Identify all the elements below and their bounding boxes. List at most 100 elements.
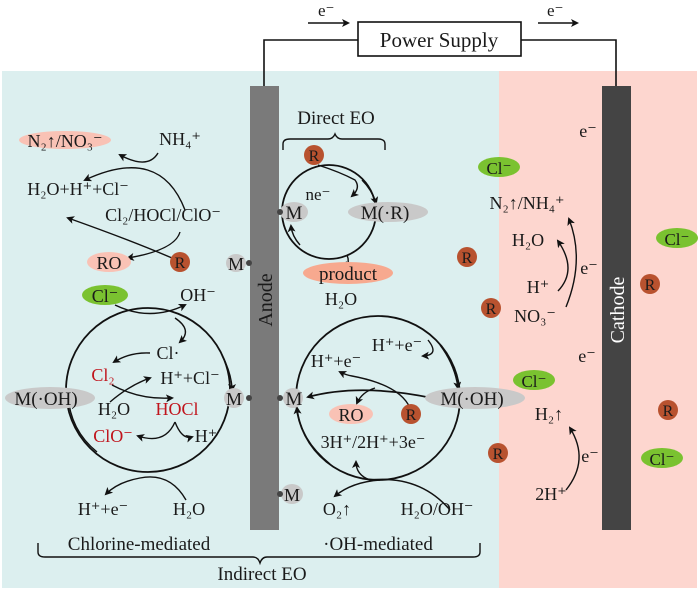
direct-arrow-to-mr	[361, 179, 379, 205]
arrow-r-to-he	[338, 371, 411, 409]
cl-radical: Cl·	[156, 343, 179, 363]
r-right-1: R	[645, 277, 656, 294]
oh-ro: RO	[338, 405, 363, 425]
oh-protons: 3H⁺/2H⁺+3e⁻	[321, 432, 426, 452]
cathode-e-h2: e⁻	[581, 446, 599, 466]
direct-eo-brace	[282, 132, 386, 150]
cl-right-2: Cl⁻	[649, 450, 674, 469]
m-bubble-mid	[224, 388, 244, 408]
oh-h-e-left: H⁺+e⁻	[311, 351, 361, 371]
cl-1: Cl⁻	[486, 159, 511, 178]
arrow-h-to-h2o	[556, 239, 569, 292]
electron-label-right: e⁻	[547, 1, 564, 20]
moh-left: M(·OH)	[14, 389, 77, 410]
m-mid: M	[226, 389, 242, 409]
mr-bubble	[348, 202, 428, 222]
h2o-bottom: H₂O	[173, 499, 205, 519]
arrow-no3-to-nh4	[565, 217, 577, 308]
cl-bubble-right-2	[641, 448, 683, 468]
cl-right-1: Cl⁻	[664, 230, 689, 249]
arrow-cl-rad-to-cl2	[112, 352, 151, 364]
h2o-h-cl: H₂O+H⁺+Cl⁻	[27, 179, 129, 199]
h2o-mid: H₂O	[98, 399, 130, 419]
cathode-h2o: H₂O	[512, 230, 544, 250]
arrow-moh-to-m	[306, 389, 433, 400]
anode-site-dot	[277, 209, 283, 215]
h-plus-mid: H⁺	[195, 426, 218, 446]
cathode-e-mid: e⁻	[580, 258, 598, 278]
arrow-to-o2	[333, 479, 381, 498]
arrow-h2o-to-protons	[352, 460, 451, 511]
cl-minus: Cl⁻	[92, 286, 119, 306]
arrow-cycle-to-moh	[439, 344, 462, 390]
r-bubble-right-1	[640, 274, 660, 294]
oh-minus: OH⁻	[180, 285, 216, 305]
arrow-cl-to-oh	[114, 304, 187, 315]
arrow-nh4-to-n2	[118, 152, 159, 163]
anode-electrode	[250, 86, 279, 530]
cl-bubble-left	[82, 285, 128, 305]
m-bubble	[280, 202, 308, 222]
r-bubble-mid-1	[457, 247, 477, 267]
m-bubble-bottom	[281, 484, 303, 504]
oh-h-e-top: H⁺+e⁻	[372, 335, 422, 355]
r-bubble-right-2	[658, 400, 678, 420]
ro-bubble-oh	[329, 404, 373, 424]
direct-r-bubble	[304, 145, 324, 165]
arrow-to-cl-radical	[174, 317, 188, 344]
r-mid-2: R	[486, 301, 497, 318]
direct-r: R	[309, 148, 320, 165]
clo: ClO⁻	[93, 426, 133, 446]
cathode-label: Cathode	[607, 277, 629, 344]
arrow-to-he-top	[421, 339, 434, 360]
r-mid-1: R	[462, 250, 473, 267]
cl-2: Cl⁻	[521, 372, 546, 391]
wire-anode	[263, 39, 358, 86]
cathode-no3: NO₃⁻	[514, 306, 556, 326]
cathode-compartment	[499, 71, 697, 588]
arrow-h2o-to-hcl	[109, 376, 152, 403]
power-supply-box	[357, 21, 522, 57]
arrow-ox-to-h2o	[83, 167, 186, 211]
wire-cathode	[521, 39, 617, 86]
nh4: NH₄⁺	[159, 129, 201, 149]
cathode-h-plus: H⁺	[527, 277, 550, 297]
cl-bubble-2	[513, 370, 555, 390]
cathode-h2: H₂↑	[535, 404, 563, 424]
anode-site-dot-oh	[277, 395, 283, 401]
oh-m: M	[286, 389, 303, 410]
anode-site-dot-bottom	[277, 491, 283, 497]
oh-r: R	[406, 407, 417, 424]
cl-bubble-right-1	[656, 228, 698, 248]
m-bubble-oh	[283, 388, 303, 408]
r-mid-3: R	[493, 446, 504, 463]
arrow-h2o-to-he	[104, 476, 187, 501]
direct-m: M	[286, 203, 303, 224]
anode-label: Anode	[255, 273, 277, 326]
r-bubble-mid-2	[481, 298, 501, 318]
n2nh4: N₂↑/NH₄⁺	[489, 193, 564, 213]
anode-site-dot-top	[246, 260, 252, 266]
ro-top: RO	[96, 253, 121, 273]
power-supply-label: Power Supply	[380, 28, 499, 52]
ro-bubble-top	[87, 252, 131, 272]
cathode-electrode	[602, 86, 631, 530]
direct-product: product	[319, 264, 378, 285]
arrow-cl2-to-hocl	[111, 384, 174, 403]
indirect-eo-brace	[37, 543, 481, 566]
arrow-ox-to-ro	[126, 231, 181, 261]
r-right-2: R	[663, 403, 674, 420]
direct-ne: ne⁻	[305, 185, 330, 204]
indirect-eo-label: Indirect EO	[217, 564, 306, 585]
oh-mediated-label: ·OH-mediated	[323, 534, 433, 555]
cathode-2h: 2H⁺	[535, 484, 567, 504]
chlorine-mediated-label: Chlorine-mediated	[68, 534, 211, 555]
oh-o2: O₂↑	[323, 499, 351, 519]
n2no3: N₂↑/NO₃⁻	[27, 131, 102, 151]
moh-bubble-right	[425, 387, 525, 409]
cl2: Cl₂	[91, 365, 114, 385]
r-bubble-mid-3	[488, 443, 508, 463]
arrow-cycle-to-m2	[293, 406, 331, 465]
hocl: HOCl	[155, 399, 198, 419]
